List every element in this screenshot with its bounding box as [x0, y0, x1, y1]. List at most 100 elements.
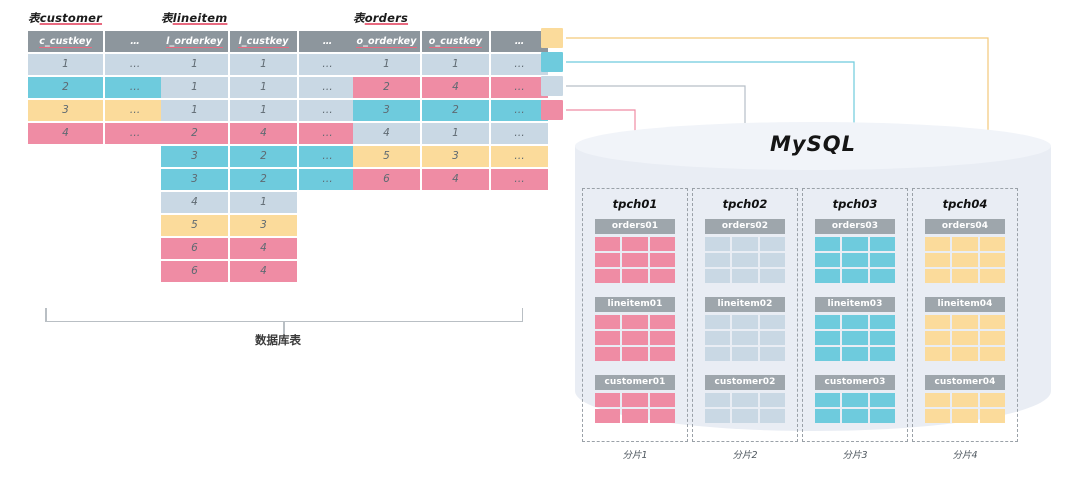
shard-table-cell [952, 237, 978, 251]
shard-table-orders01: orders01 [595, 219, 675, 283]
table-row: 4… [28, 123, 165, 144]
shard-table-grid [815, 393, 895, 423]
shard-table-grid [925, 315, 1005, 361]
table-cell: 4 [422, 169, 489, 190]
shard-table-cell [925, 331, 951, 345]
column-header-text: o_custkey [428, 36, 483, 48]
source-table-title-orders: 表orders [353, 10, 548, 26]
bracket-label: 数据库表 [255, 333, 301, 347]
title-main: customer [39, 11, 103, 25]
column-header-text: l_orderkey [166, 36, 223, 48]
legend-swatch-blue [541, 76, 563, 96]
table-row: 1… [28, 54, 165, 75]
shard-table-cell [869, 331, 895, 345]
table-cell: 4 [230, 123, 297, 144]
table-header-row: c_custkey … [28, 31, 165, 52]
shard-table-cell [842, 331, 868, 345]
table-cell: … [491, 123, 548, 144]
shard-table-grid [925, 393, 1005, 423]
shard-table-cell [869, 347, 895, 361]
column-header: o_orderkey [353, 31, 420, 52]
shard-table-grid [815, 237, 895, 283]
shard-table-grid [705, 393, 785, 423]
title-main: orders [364, 11, 409, 25]
table-row: 2… [28, 77, 165, 98]
column-header-text: l_custkey [238, 36, 289, 48]
shard-table-cell [842, 393, 868, 407]
table-cell: 2 [28, 77, 103, 98]
shard-table-cell [842, 409, 868, 423]
shard-table-cell [705, 347, 731, 361]
shard-table-name: lineitem01 [595, 297, 675, 312]
table-cell: … [105, 77, 165, 98]
table-cell: 1 [230, 100, 297, 121]
shard-tpch03[interactable]: tpch03 orders03 lineitem03 customer03 [802, 188, 908, 442]
shard-db-name: tpch03 [832, 197, 878, 211]
shard-table-cell [925, 393, 951, 407]
table-cell: … [105, 100, 165, 121]
shard-table-cell [952, 253, 978, 267]
cylinder-top-ellipse [575, 122, 1051, 170]
shard-table-name: orders03 [815, 219, 895, 234]
shard-footer-label: 分片2 [732, 450, 758, 461]
shard-table-cell [979, 393, 1005, 407]
table-cell: 3 [161, 146, 228, 167]
shard-table-cell [979, 331, 1005, 345]
shard-table-cell [732, 253, 758, 267]
shard-table-grid [595, 315, 675, 361]
shard-table-grid [705, 237, 785, 283]
shard-table-cell [622, 393, 648, 407]
shard-table-cell [595, 253, 621, 267]
column-header: … [299, 31, 356, 52]
shard-table-cell [979, 315, 1005, 329]
shard-table-cell [815, 331, 841, 345]
column-header-text: … [130, 36, 140, 47]
table-cell: 3 [422, 146, 489, 167]
shard-table-name: customer03 [815, 375, 895, 390]
table-cell: … [491, 77, 548, 98]
shard-table-cell [869, 393, 895, 407]
shard-table-orders04: orders04 [925, 219, 1005, 283]
shard-table-cell [979, 347, 1005, 361]
shard-table-cell [705, 331, 731, 345]
shard-table-cell [925, 409, 951, 423]
table-header-row: o_orderkey o_custkey … [353, 31, 548, 52]
shard-table-cell [649, 331, 675, 345]
shard-table-grid [595, 237, 675, 283]
column-header-text: o_orderkey [356, 36, 417, 48]
column-header: … [491, 31, 548, 52]
shard-table-customer02: customer02 [705, 375, 785, 423]
table-cell: 4 [161, 192, 228, 213]
shard-table-cell [979, 269, 1005, 283]
shard-table-cell [622, 315, 648, 329]
shard-table-name: lineitem03 [815, 297, 895, 312]
database-tables-bracket [45, 308, 523, 334]
shard-table-cell [759, 315, 785, 329]
table-cell: 2 [353, 77, 420, 98]
table-cell: … [299, 100, 356, 121]
table-row: 3… [28, 100, 165, 121]
shard-table-cell [595, 331, 621, 345]
shard-table-customer01: customer01 [595, 375, 675, 423]
shard-table-name: customer04 [925, 375, 1005, 390]
table-cell: 4 [28, 123, 103, 144]
shard-table-cell [842, 347, 868, 361]
column-header: c_custkey [28, 31, 103, 52]
shard-footer-label: 分片3 [842, 450, 868, 461]
shard-table-cell [925, 347, 951, 361]
table-cell: 4 [230, 238, 297, 259]
shard-table-cell [952, 331, 978, 345]
shard-table-cell [705, 269, 731, 283]
